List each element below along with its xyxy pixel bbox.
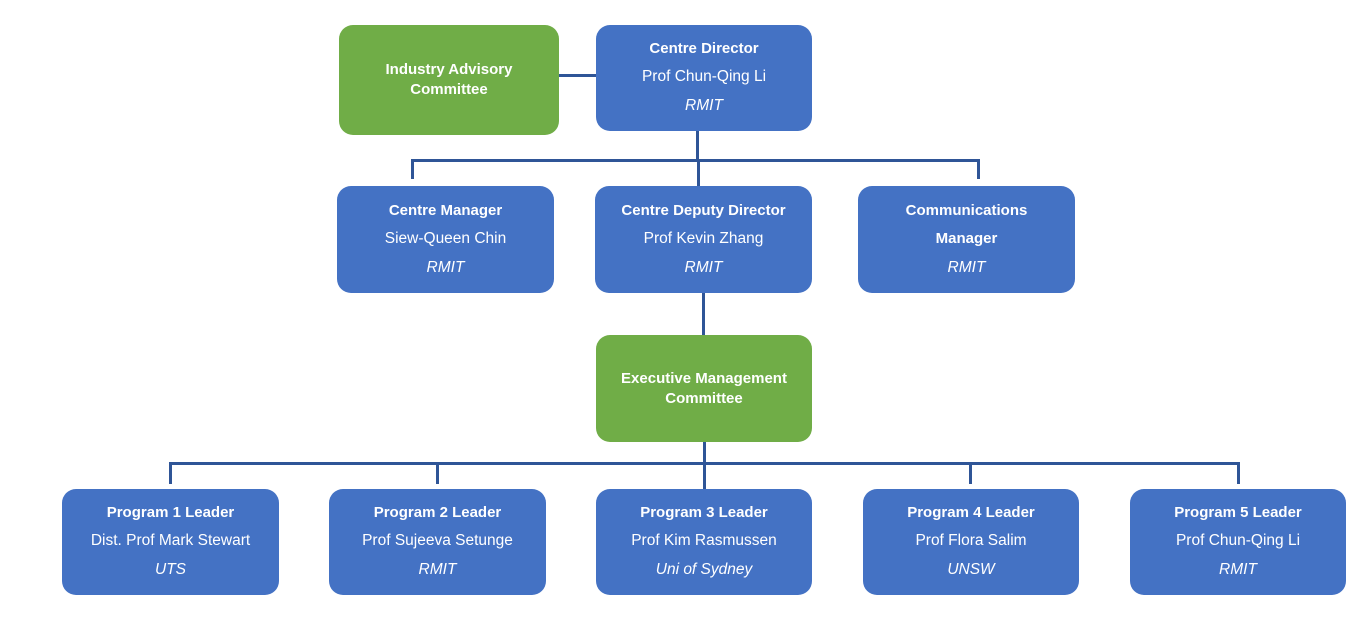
communications-manager-box: Communications Manager RMIT <box>858 186 1075 293</box>
program-3-leader-box: Program 3 Leader Prof Kim Rasmussen Uni … <box>596 489 812 595</box>
box-title: Industry Advisory Committee <box>385 61 513 98</box>
person-name: Dist. Prof Mark Stewart <box>90 532 251 549</box>
organisation: RMIT <box>418 561 457 578</box>
box-title: Executive Management Committee <box>621 369 787 407</box>
executive-management-committee-box: Executive Management Committee <box>596 335 812 442</box>
organisation: RMIT <box>685 97 723 114</box>
box-title: Centre Deputy Director <box>621 201 786 219</box>
box-title: Centre Director <box>649 40 759 57</box>
person-name: Siew-Queen Chin <box>384 229 507 247</box>
connector-advisory-director <box>559 74 597 77</box>
organisation: UTS <box>155 561 186 578</box>
program-1-leader-box: Program 1 Leader Dist. Prof Mark Stewart… <box>62 489 279 595</box>
person-name: Prof Flora Salim <box>915 532 1027 549</box>
organisation: RMIT <box>684 258 723 276</box>
program-4-leader-box: Program 4 Leader Prof Flora Salim UNSW <box>863 489 1079 595</box>
connector-level2-horizontal <box>411 159 980 162</box>
connector-deputy-executive <box>702 292 705 336</box>
connector-to-centre-manager <box>411 159 414 179</box>
person-name: Prof Kim Rasmussen <box>631 532 777 549</box>
program-5-leader-box: Program 5 Leader Prof Chun-Qing Li RMIT <box>1130 489 1346 595</box>
centre-deputy-director-box: Centre Deputy Director Prof Kevin Zhang … <box>595 186 812 293</box>
connector-executive-down <box>703 441 706 465</box>
box-title: Program 2 Leader <box>373 504 502 521</box>
connector-to-program-5 <box>1237 462 1240 484</box>
organisation: UNSW <box>947 561 995 578</box>
program-2-leader-box: Program 2 Leader Prof Sujeeva Setunge RM… <box>329 489 546 595</box>
centre-director-box: Centre Director Prof Chun-Qing Li RMIT <box>596 25 812 131</box>
box-title: Program 4 Leader <box>907 504 1035 521</box>
centre-manager-box: Centre Manager Siew-Queen Chin RMIT <box>337 186 554 293</box>
connector-to-program-1 <box>169 462 172 484</box>
connector-director-down <box>696 130 699 162</box>
person-name: Prof Kevin Zhang <box>643 229 764 247</box>
organisation: RMIT <box>1219 561 1257 578</box>
connector-to-communications <box>977 159 980 179</box>
box-title: Communications Manager <box>905 201 1028 247</box>
organisation: RMIT <box>426 258 465 276</box>
connector-to-program-3 <box>703 462 706 489</box>
box-title: Centre Manager <box>388 201 503 219</box>
person-name: Prof Chun-Qing Li <box>1175 532 1301 549</box>
industry-advisory-committee-box: Industry Advisory Committee <box>339 25 559 135</box>
box-title: Program 5 Leader <box>1174 504 1302 521</box>
person-name: Prof Sujeeva Setunge <box>362 532 513 549</box>
person-name: Prof Chun-Qing Li <box>641 68 767 85</box>
connector-to-program-4 <box>969 462 972 484</box>
organisation: Uni of Sydney <box>655 561 753 578</box>
box-title: Program 1 Leader <box>106 504 235 521</box>
connector-to-program-2 <box>436 462 439 484</box>
organisation: RMIT <box>947 258 986 276</box>
box-title: Program 3 Leader <box>640 504 768 521</box>
connector-to-deputy-director <box>697 159 700 187</box>
